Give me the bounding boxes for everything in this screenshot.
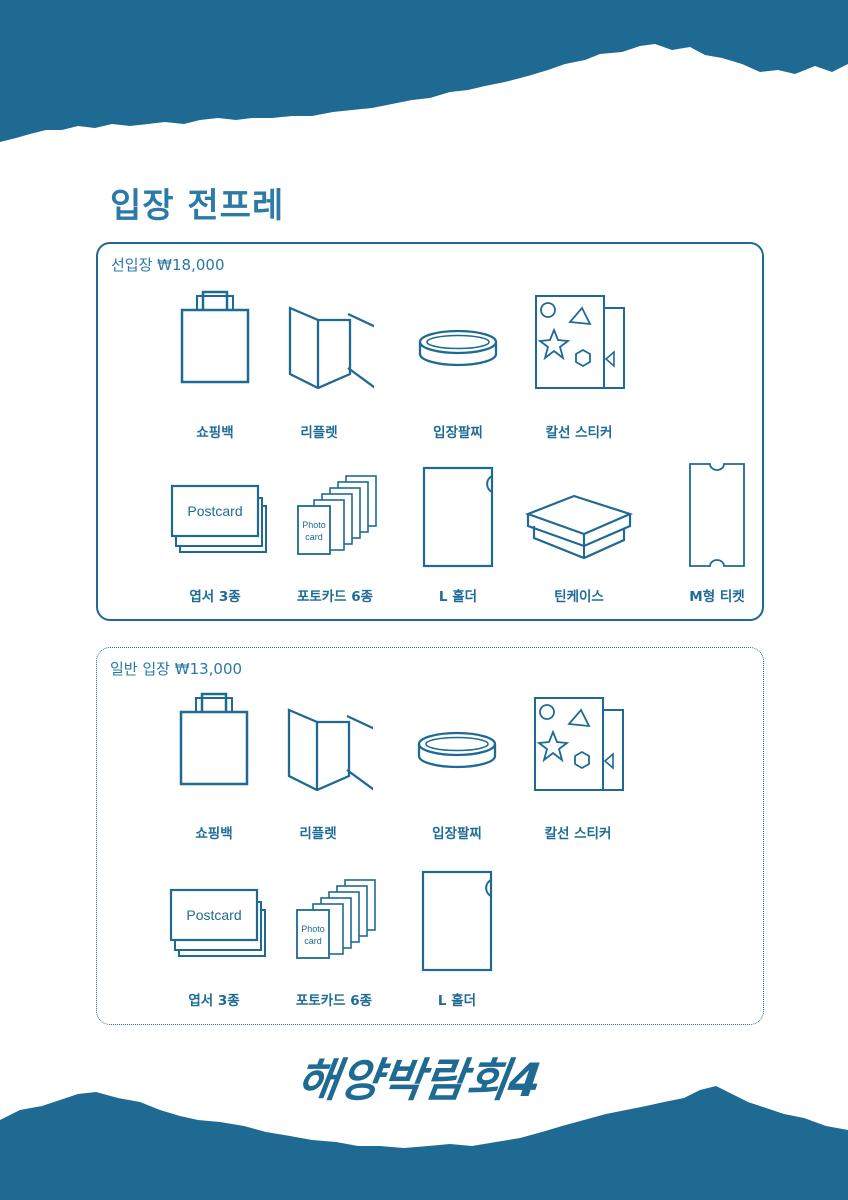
item-wristband: 입장팔찌 <box>402 686 512 842</box>
torn-paper-top-decoration <box>0 0 848 142</box>
item-tin-case: 틴케이스 <box>524 460 634 605</box>
leaflet-icon <box>288 306 374 389</box>
photocard-icon: Photo card <box>296 879 376 959</box>
item-label: 포토카드 6종 <box>296 589 374 605</box>
item-postcard: Postcard 엽서 3종 <box>160 460 270 605</box>
postcard-icon: Postcard <box>169 888 266 957</box>
photocard-icon: Photo card <box>297 475 377 555</box>
item-label: L 홀더 <box>437 993 477 1009</box>
item-ticket: M형 티켓 <box>662 460 772 605</box>
torn-paper-bottom-decoration <box>0 1086 848 1200</box>
wristband-icon <box>417 731 497 769</box>
leaflet-icon <box>287 708 373 791</box>
item-l-holder: L 홀더 <box>402 864 512 1009</box>
postcard-icon: Postcard <box>170 484 267 553</box>
svg-text:해양박람회4: 해양박람회4 <box>300 1053 545 1107</box>
item-label: 칼선 스티커 <box>544 826 612 842</box>
l-holder-icon <box>421 870 493 972</box>
item-label: 틴케이스 <box>554 589 604 605</box>
early-entry-panel: 선입장 ₩18,000 쇼핑백 리플렛 입장팔찌 <box>96 242 764 621</box>
postcard-icon-text: Postcard <box>186 907 241 923</box>
item-label: 리플렛 <box>299 826 337 842</box>
photocard-icon-text-bottom: card <box>305 532 323 542</box>
item-label: 쇼핑백 <box>196 425 234 441</box>
shopping-bag-icon <box>180 290 250 384</box>
photocard-icon-text-top: Photo <box>301 924 325 934</box>
page-title: 입장 전프레 <box>110 186 285 226</box>
item-label: 리플렛 <box>300 425 338 441</box>
item-label: 칼선 스티커 <box>545 425 613 441</box>
item-label: 포토카드 6종 <box>295 993 373 1009</box>
postcard-icon-text: Postcard <box>187 503 242 519</box>
item-label: 엽서 3종 <box>189 589 241 605</box>
item-leaflet: 리플렛 <box>264 284 374 441</box>
item-label: L 홀더 <box>438 589 478 605</box>
item-label: 입장팔찌 <box>432 826 482 842</box>
photocard-icon-text-top: Photo <box>302 520 326 530</box>
early-entry-label: 선입장 ₩18,000 <box>111 256 225 274</box>
item-photocard: Photo card 포토카드 6종 <box>280 460 390 605</box>
item-sticker: 칼선 스티커 <box>523 686 633 842</box>
item-shopping-bag: 쇼핑백 <box>159 686 269 842</box>
shopping-bag-icon <box>179 692 249 786</box>
item-postcard: Postcard 엽서 3종 <box>159 864 269 1009</box>
wristband-icon <box>418 329 498 367</box>
item-leaflet: 리플렛 <box>263 686 373 842</box>
ticket-icon <box>689 463 745 567</box>
sticker-sheet-icon <box>535 295 625 389</box>
photocard-icon-text-bottom: card <box>304 936 322 946</box>
item-wristband: 입장팔찌 <box>403 284 513 441</box>
item-photocard: Photo card 포토카드 6종 <box>279 864 389 1009</box>
item-label: 엽서 3종 <box>188 993 240 1009</box>
item-l-holder: L 홀더 <box>403 460 513 605</box>
item-label: M형 티켓 <box>689 589 745 605</box>
brand-logo: 해양박람회4 <box>300 1053 545 1107</box>
sticker-sheet-icon <box>534 697 624 791</box>
item-shopping-bag: 쇼핑백 <box>160 284 270 441</box>
l-holder-icon <box>422 466 494 568</box>
tin-case-icon <box>524 494 634 560</box>
item-label: 입장팔찌 <box>433 425 483 441</box>
item-sticker: 칼선 스티커 <box>524 284 634 441</box>
general-entry-panel: 일반 입장 ₩13,000 쇼핑백 리플렛 입장팔찌 <box>96 647 764 1025</box>
item-label: 쇼핑백 <box>195 826 233 842</box>
general-entry-label: 일반 입장 ₩13,000 <box>110 660 243 678</box>
